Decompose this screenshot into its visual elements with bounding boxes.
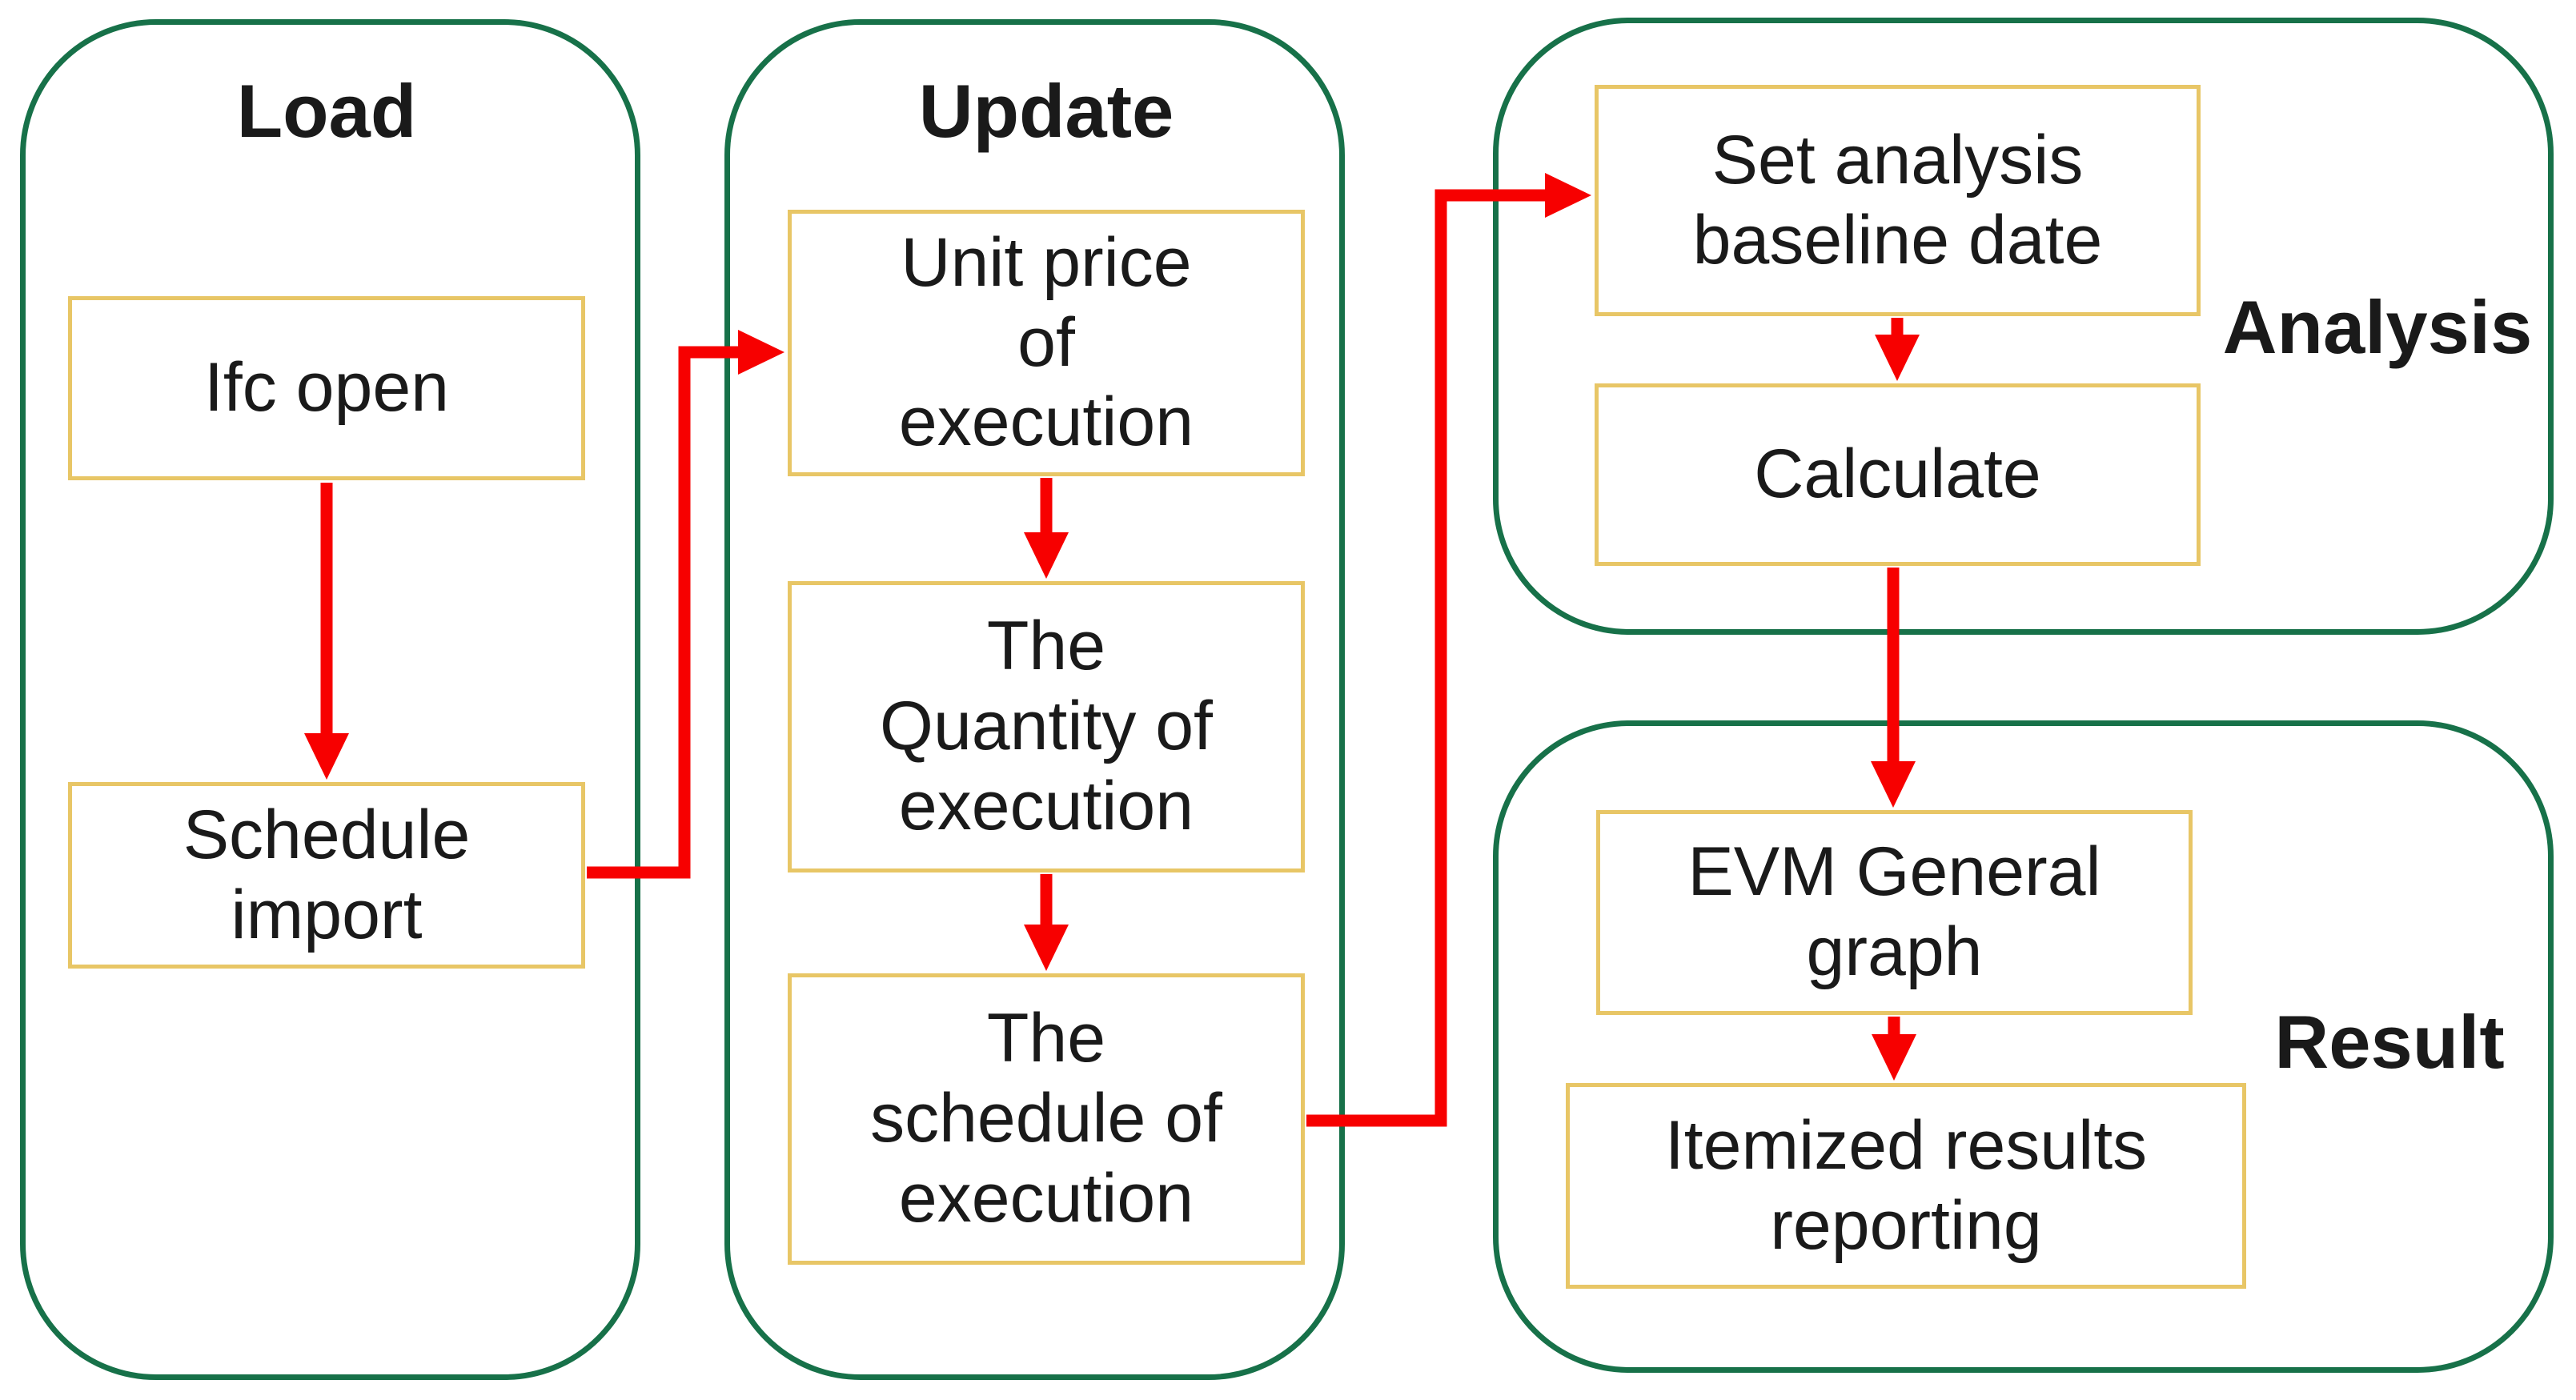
group-update-title: Update — [918, 69, 1174, 153]
node-ifc-open: Ifc open — [68, 296, 585, 480]
node-schedule-import: Schedule import — [68, 782, 585, 969]
node-schedule-exec: The schedule of execution — [788, 973, 1305, 1265]
node-set-baseline: Set analysis baseline date — [1595, 85, 2201, 316]
group-analysis-title: Analysis — [2222, 285, 2533, 369]
group-load-title: Load — [236, 69, 417, 153]
node-evm-graph: EVM General graph — [1596, 810, 2193, 1015]
node-unit-price: Unit price of execution — [788, 210, 1305, 476]
node-calculate: Calculate — [1595, 383, 2201, 566]
group-result-title: Result — [2274, 1000, 2505, 1084]
node-itemized: Itemized results reporting — [1566, 1083, 2246, 1289]
node-quantity: The Quantity of execution — [788, 581, 1305, 872]
group-load — [20, 19, 640, 1380]
